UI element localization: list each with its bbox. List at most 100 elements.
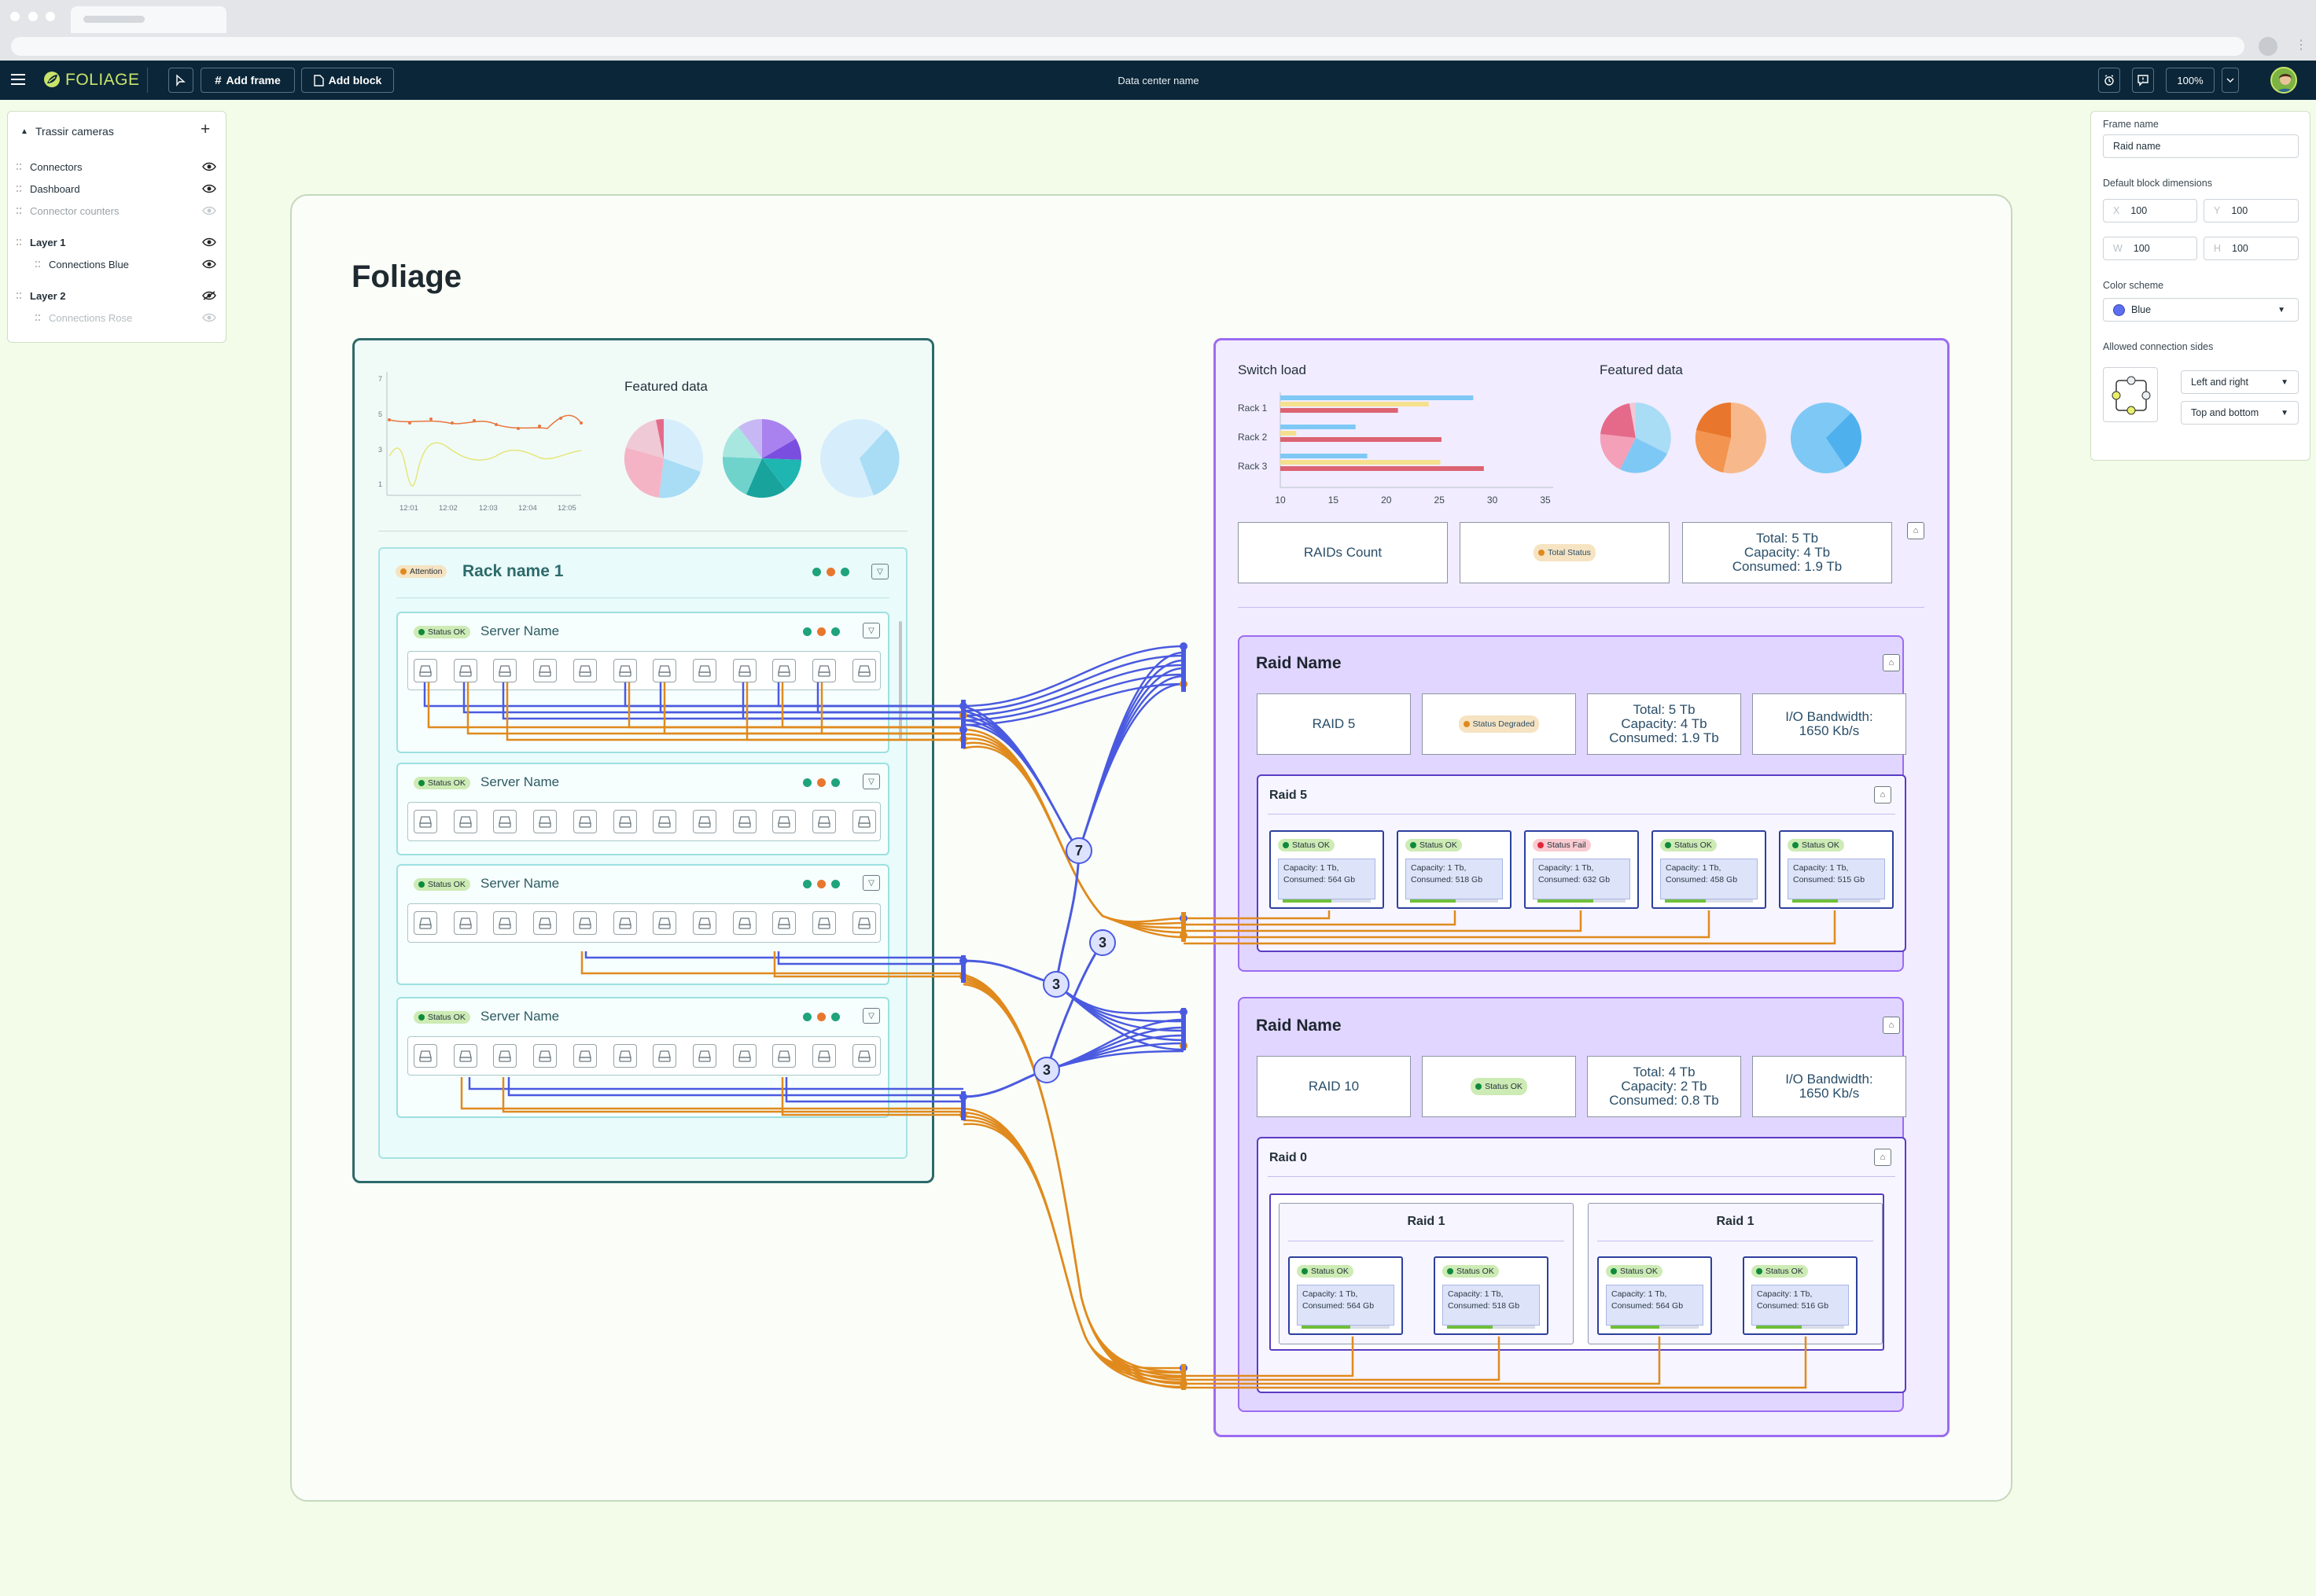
drive-slot-icon[interactable] bbox=[692, 810, 716, 833]
add-layer-icon[interactable]: + bbox=[201, 120, 211, 138]
drive-slot-icon[interactable] bbox=[852, 659, 876, 682]
hamburger-menu-icon[interactable] bbox=[11, 73, 25, 86]
rack-expand-button[interactable]: ▽ bbox=[871, 564, 889, 579]
alarm-button[interactable] bbox=[2098, 68, 2120, 93]
total-status-box[interactable]: Total Status bbox=[1460, 522, 1670, 583]
drive-slot-icon[interactable] bbox=[772, 1044, 797, 1068]
drive-slot-icon[interactable] bbox=[732, 659, 757, 682]
layer-item-layer-1[interactable]: Layer 1 bbox=[8, 233, 227, 252]
zoom-value[interactable]: 100% bbox=[2166, 68, 2215, 93]
drive-slot-icon[interactable] bbox=[772, 911, 797, 935]
eye-icon[interactable] bbox=[202, 237, 216, 247]
drive-slot-icon[interactable] bbox=[812, 659, 836, 682]
user-avatar[interactable] bbox=[2270, 67, 2297, 94]
eye-icon[interactable] bbox=[202, 313, 216, 322]
drag-handle-icon[interactable] bbox=[35, 260, 40, 268]
connection-counter-hub[interactable]: 3 bbox=[1043, 971, 1070, 998]
drive-slot-icon[interactable] bbox=[653, 1044, 677, 1068]
drag-handle-icon[interactable] bbox=[17, 238, 21, 246]
drive-slot-icon[interactable] bbox=[453, 911, 477, 935]
raid-bandwidth-box[interactable]: I/O Bandwidth:1650 Kb/s bbox=[1752, 693, 1906, 755]
raid-status-box[interactable]: Status Degraded bbox=[1422, 693, 1576, 755]
server-expand-button[interactable]: ▽ bbox=[863, 875, 880, 891]
summary-capacity-box[interactable]: Total: 5 Tb Capacity: 4 Tb Consumed: 1.9… bbox=[1682, 522, 1892, 583]
raid-collapse-button[interactable]: ⌂ bbox=[1883, 654, 1900, 671]
sides-option-1-select[interactable]: Left and right▼ bbox=[2181, 370, 2299, 394]
window-minimize-dot[interactable] bbox=[28, 12, 38, 21]
drive-slot-icon[interactable] bbox=[414, 911, 437, 935]
disk-card[interactable]: Status OK Capacity: 1 Tb,Consumed: 564 G… bbox=[1597, 1256, 1712, 1335]
frame-title[interactable]: Foliage bbox=[352, 259, 462, 294]
drive-slot-icon[interactable] bbox=[414, 659, 437, 682]
drive-slot-icon[interactable] bbox=[613, 810, 637, 833]
drive-slot-icon[interactable] bbox=[573, 810, 597, 833]
drive-slot-icon[interactable] bbox=[453, 1044, 477, 1068]
drive-slot-icon[interactable] bbox=[573, 911, 597, 935]
address-bar[interactable] bbox=[11, 37, 2244, 56]
drive-slot-icon[interactable] bbox=[692, 911, 716, 935]
eye-icon[interactable] bbox=[202, 184, 216, 193]
drive-slot-icon[interactable] bbox=[732, 911, 757, 935]
drive-slot-icon[interactable] bbox=[772, 659, 797, 682]
drive-slot-icon[interactable] bbox=[812, 911, 836, 935]
raid-array-collapse-button[interactable]: ⌂ bbox=[1874, 1149, 1891, 1166]
disk-card[interactable]: Status OK Capacity: 1 Tb,Consumed: 564 G… bbox=[1288, 1256, 1403, 1335]
disk-card[interactable]: Status OK Capacity: 1 Tb,Consumed: 515 G… bbox=[1779, 830, 1894, 909]
drive-slot-icon[interactable] bbox=[653, 659, 677, 682]
disk-card[interactable]: Status OK Capacity: 1 Tb,Consumed: 516 G… bbox=[1743, 1256, 1858, 1335]
layer-item-dashboard[interactable]: Dashboard bbox=[8, 179, 227, 198]
server-expand-button[interactable]: ▽ bbox=[863, 774, 880, 789]
drive-slot-icon[interactable] bbox=[493, 1044, 517, 1068]
disk-card[interactable]: Status OK Capacity: 1 Tb,Consumed: 518 G… bbox=[1434, 1256, 1548, 1335]
drive-slot-icon[interactable] bbox=[453, 659, 477, 682]
drive-slot-icon[interactable] bbox=[852, 1044, 876, 1068]
drive-slot-icon[interactable] bbox=[812, 1044, 836, 1068]
window-close-dot[interactable] bbox=[10, 12, 20, 21]
select-tool-button[interactable] bbox=[168, 68, 193, 93]
drive-slot-icon[interactable] bbox=[732, 1044, 757, 1068]
color-scheme-select[interactable]: Blue ▼ bbox=[2103, 298, 2299, 322]
eye-icon[interactable] bbox=[202, 206, 216, 215]
layer-item-connections-blue[interactable]: Connections Blue bbox=[8, 255, 227, 274]
drive-slot-icon[interactable] bbox=[533, 810, 558, 833]
drag-handle-icon[interactable] bbox=[35, 314, 40, 322]
disk-card[interactable]: Status OK Capacity: 1 Tb,Consumed: 564 G… bbox=[1269, 830, 1384, 909]
raid-level-box[interactable]: RAID 5 bbox=[1257, 693, 1411, 755]
add-frame-button[interactable]: #Add frame bbox=[201, 68, 295, 93]
layer-item-connections-rose[interactable]: Connections Rose bbox=[8, 308, 227, 327]
connection-counter-hub[interactable]: 7 bbox=[1066, 837, 1092, 864]
disk-card[interactable]: Status OK Capacity: 1 Tb,Consumed: 518 G… bbox=[1397, 830, 1511, 909]
layer-item-connector-counters[interactable]: Connector counters bbox=[8, 201, 227, 220]
drive-slot-icon[interactable] bbox=[493, 659, 517, 682]
eye-off-icon[interactable] bbox=[202, 291, 216, 300]
layer-item-layer-2[interactable]: Layer 2 bbox=[8, 286, 227, 305]
drive-slot-icon[interactable] bbox=[613, 911, 637, 935]
sides-option-2-select[interactable]: Top and bottom▼ bbox=[2181, 401, 2299, 425]
raid-collapse-button[interactable]: ⌂ bbox=[1883, 1017, 1900, 1034]
drive-slot-icon[interactable] bbox=[732, 810, 757, 833]
summary-collapse-button[interactable]: ⌂ bbox=[1907, 522, 1924, 539]
drive-slot-icon[interactable] bbox=[414, 1044, 437, 1068]
raid-status-box[interactable]: Status OK bbox=[1422, 1056, 1576, 1117]
drive-slot-icon[interactable] bbox=[573, 659, 597, 682]
eye-icon[interactable] bbox=[202, 162, 216, 171]
drive-slot-icon[interactable] bbox=[493, 810, 517, 833]
drive-slot-icon[interactable] bbox=[772, 810, 797, 833]
connection-counter-hub[interactable]: 3 bbox=[1089, 929, 1116, 956]
drive-slot-icon[interactable] bbox=[852, 810, 876, 833]
drive-slot-icon[interactable] bbox=[692, 659, 716, 682]
layer-item-connectors[interactable]: Connectors bbox=[8, 157, 227, 176]
drive-slot-icon[interactable] bbox=[533, 911, 558, 935]
drive-slot-icon[interactable] bbox=[493, 911, 517, 935]
drive-slot-icon[interactable] bbox=[852, 911, 876, 935]
eye-icon[interactable] bbox=[202, 259, 216, 269]
raid-level-box[interactable]: RAID 10 bbox=[1257, 1056, 1411, 1117]
raids-count-box[interactable]: RAIDs Count bbox=[1238, 522, 1448, 583]
drive-slot-icon[interactable] bbox=[453, 810, 477, 833]
collapse-triangle-icon[interactable]: ▲ bbox=[20, 127, 28, 136]
